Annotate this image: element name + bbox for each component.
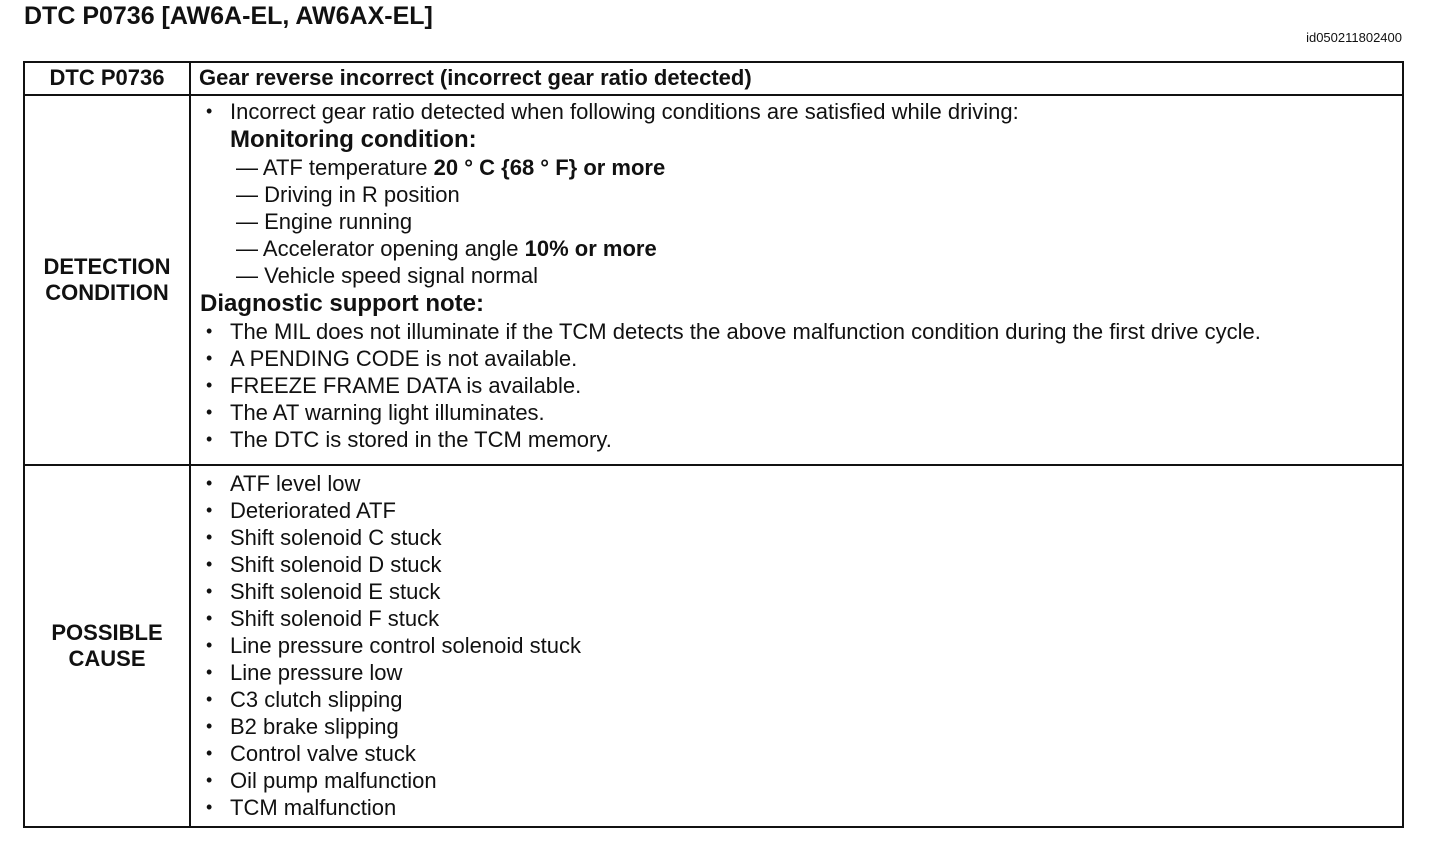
list-item: • Shift solenoid C stuck	[200, 524, 1398, 551]
dtc-table: DTC P0736 Gear reverse incorrect (incorr…	[23, 61, 1404, 828]
monitoring-text: — Vehicle speed signal normal	[236, 263, 539, 288]
cause-text: Control valve stuck	[230, 741, 416, 766]
bullet-icon: •	[206, 662, 213, 682]
possible-cause-row: POSSIBLE CAUSE • ATF level low • Deteriora…	[23, 464, 1404, 828]
possible-cause-label: POSSIBLE CAUSE	[23, 464, 191, 828]
list-item: • B2 brake slipping	[200, 713, 1398, 740]
dtc-description-cell: Gear reverse incorrect (incorrect gear r…	[189, 61, 1404, 96]
bullet-icon: •	[206, 527, 213, 547]
monitoring-text: — ATF temperature	[236, 155, 434, 180]
support-note-text: A PENDING CODE is not available.	[230, 346, 578, 371]
cause-text: C3 clutch slipping	[230, 687, 403, 712]
cause-text: TCM malfunction	[230, 795, 397, 820]
list-item: • Incorrect gear ratio detected when fol…	[200, 98, 1398, 125]
bullet-icon: •	[206, 321, 213, 341]
bullet-icon: •	[206, 348, 213, 368]
bullet-icon: •	[206, 743, 213, 763]
monitoring-value: 20 ° C {68 ° F} or more	[433, 155, 666, 180]
list-item: • TCM malfunction	[200, 794, 1398, 821]
cause-text: B2 brake slipping	[230, 714, 399, 739]
list-item: • The AT warning light illuminates.	[200, 399, 1398, 426]
diagnostic-support-heading: Diagnostic support note:	[200, 290, 484, 317]
bullet-icon: •	[206, 429, 213, 449]
list-item: • Line pressure control solenoid stuck	[200, 632, 1398, 659]
list-item: • Line pressure low	[200, 659, 1398, 686]
bullet-icon: •	[206, 581, 213, 601]
detection-intro-text: Incorrect gear ratio detected when follo…	[230, 99, 1019, 124]
cause-text: Shift solenoid C stuck	[230, 525, 442, 550]
list-item: • A PENDING CODE is not available.	[200, 345, 1398, 372]
list-item: — Engine running	[236, 208, 1398, 235]
cause-text: Line pressure low	[230, 660, 403, 685]
possible-cause-content: • ATF level low • Deteriorated ATF • Shift …	[189, 464, 1404, 828]
list-item: • Shift solenoid E stuck	[200, 578, 1398, 605]
list-item: • Deteriorated ATF	[200, 497, 1398, 524]
list-item: • The DTC is stored in the TCM memory.	[200, 426, 1398, 453]
cause-label-line1: POSSIBLE	[51, 620, 163, 645]
monitoring-text: — Driving in R position	[236, 182, 460, 207]
support-note-text: The DTC is stored in the TCM memory.	[230, 427, 612, 452]
detection-intro-list: • Incorrect gear ratio detected when fol…	[200, 98, 1398, 125]
bullet-icon: •	[206, 101, 213, 121]
bullet-icon: •	[206, 608, 213, 628]
bullet-icon: •	[206, 689, 213, 709]
support-note-text: The MIL does not illuminate if the TCM d…	[230, 319, 1261, 344]
bullet-icon: •	[206, 635, 213, 655]
list-item: • Shift solenoid F stuck	[200, 605, 1398, 632]
list-item: • Control valve stuck	[200, 740, 1398, 767]
list-item: • Oil pump malfunction	[200, 767, 1398, 794]
detection-condition-label: DETECTION CONDITION	[23, 94, 191, 466]
cause-text: Oil pump malfunction	[230, 768, 437, 793]
detection-label-line2: CONDITION	[45, 280, 169, 305]
list-item: • C3 clutch slipping	[200, 686, 1398, 713]
list-item: • ATF level low	[200, 470, 1398, 497]
cause-text: Shift solenoid F stuck	[230, 606, 440, 631]
bullet-icon: •	[206, 375, 213, 395]
bullet-icon: •	[206, 473, 213, 493]
list-item: — Accelerator opening angle 10% or more	[236, 235, 1398, 262]
list-item: • FREEZE FRAME DATA is available.	[200, 372, 1398, 399]
bullet-icon: •	[206, 500, 213, 520]
cause-text: Deteriorated ATF	[230, 498, 396, 523]
support-note-text: The AT warning light illuminates.	[230, 400, 545, 425]
diagnostic-support-list: • The MIL does not illuminate if the TCM …	[200, 318, 1398, 453]
list-item: — Driving in R position	[236, 181, 1398, 208]
monitoring-condition-list: — ATF temperature 20 ° C {68 ° F} or mor…	[200, 154, 1398, 289]
monitoring-condition-heading: Monitoring condition:	[230, 126, 477, 153]
bullet-icon: •	[206, 554, 213, 574]
list-item: — Vehicle speed signal normal	[236, 262, 1398, 289]
page-title: DTC P0736 [AW6A-EL, AW6AX-EL]	[24, 2, 433, 30]
monitoring-text: — Engine running	[236, 209, 413, 234]
cause-text: Line pressure control solenoid stuck	[230, 633, 581, 658]
cause-text: ATF level low	[230, 471, 361, 496]
detection-label-line1: DETECTION	[43, 254, 171, 279]
support-note-text: FREEZE FRAME DATA is available.	[230, 373, 582, 398]
list-item: • The MIL does not illuminate if the TCM …	[200, 318, 1398, 345]
bullet-icon: •	[206, 402, 213, 422]
bullet-icon: •	[206, 797, 213, 817]
detection-condition-row: DETECTION CONDITION • Incorrect gear rat…	[23, 94, 1404, 466]
table-header-row: DTC P0736 Gear reverse incorrect (incorr…	[23, 61, 1404, 96]
monitoring-value: 10% or more	[524, 236, 657, 261]
cause-text: Shift solenoid E stuck	[230, 579, 441, 604]
bullet-icon: •	[206, 770, 213, 790]
dtc-code-cell: DTC P0736	[23, 61, 191, 96]
list-item: — ATF temperature 20 ° C {68 ° F} or mor…	[236, 154, 1398, 181]
detection-condition-content: • Incorrect gear ratio detected when fol…	[189, 94, 1404, 466]
cause-text: Shift solenoid D stuck	[230, 552, 442, 577]
list-item: • Shift solenoid D stuck	[200, 551, 1398, 578]
monitoring-text: — Accelerator opening angle	[236, 236, 525, 261]
bullet-icon: •	[206, 716, 213, 736]
document-id: id050211802400	[1306, 30, 1402, 45]
cause-label-line2: CAUSE	[68, 646, 146, 671]
possible-cause-list: • ATF level low • Deteriorated ATF • Shift …	[200, 470, 1398, 821]
